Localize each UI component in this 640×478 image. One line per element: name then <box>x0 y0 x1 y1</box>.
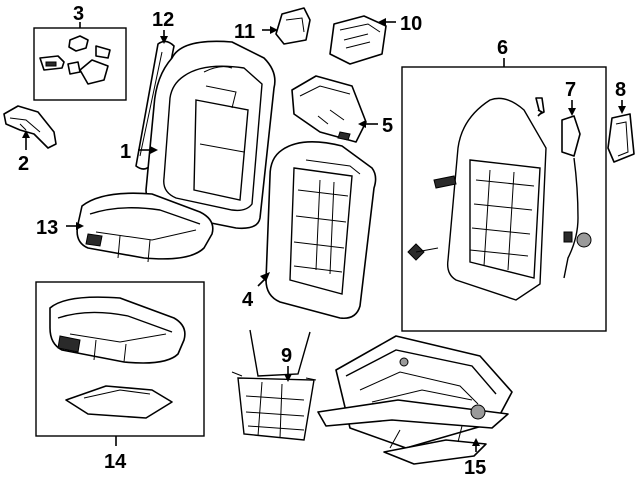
part-11-bracket <box>275 7 311 45</box>
part-13-cushion-cover <box>76 192 214 263</box>
callout-labels: 1 2 3 4 5 6 7 8 9 10 11 12 13 14 15 <box>18 3 626 478</box>
part-7-cable <box>561 115 581 279</box>
callout-11: 11 <box>234 21 255 43</box>
part-15-seat-track <box>317 335 513 465</box>
part-14-cushion-pad <box>49 296 186 419</box>
callout-14: 14 <box>104 451 127 473</box>
leader-lines <box>22 18 626 452</box>
callout-13: 13 <box>36 217 58 239</box>
part-10-module <box>329 15 387 65</box>
callout-2: 2 <box>18 153 29 175</box>
box-group-14 <box>35 281 205 437</box>
callout-5: 5 <box>382 115 393 137</box>
part-4-seatback-frame <box>265 141 377 320</box>
part-1-seatback-cover <box>145 40 276 230</box>
callout-4: 4 <box>242 289 254 311</box>
callout-3: 3 <box>73 3 84 25</box>
part-9-spring-mat <box>231 329 317 441</box>
part-8-bezel <box>607 113 635 163</box>
callout-10: 10 <box>400 13 422 35</box>
callout-6: 6 <box>497 37 508 59</box>
callout-12: 12 <box>152 9 174 31</box>
callout-1: 1 <box>120 141 131 163</box>
part-3-clips <box>39 35 111 85</box>
part-6-seatback-frame <box>407 97 592 301</box>
callout-8: 8 <box>615 79 626 101</box>
callout-15: 15 <box>464 457 486 478</box>
callout-9: 9 <box>281 345 292 367</box>
box-group-6 <box>401 66 607 332</box>
part-2-bracket <box>3 105 57 149</box>
part-5-side-shield <box>291 75 367 143</box>
callout-7: 7 <box>565 79 576 101</box>
